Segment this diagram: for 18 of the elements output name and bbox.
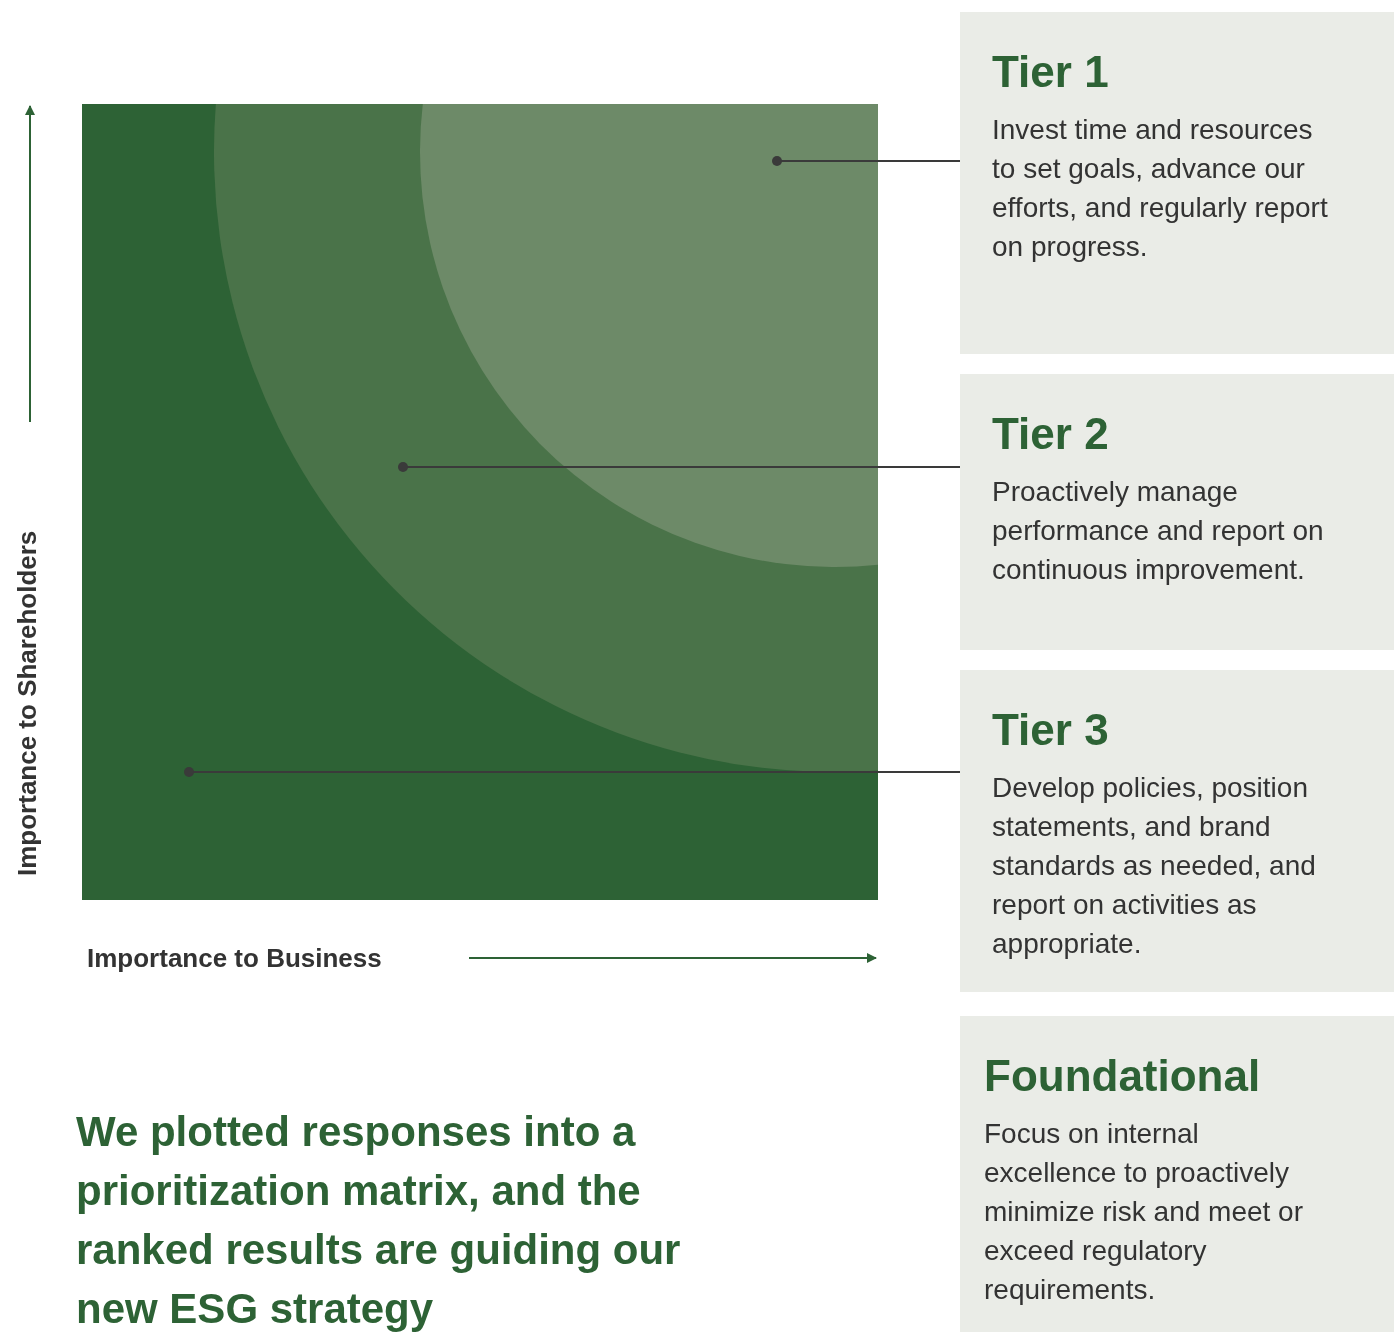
tier-card [960,374,1394,650]
tier-heading: Foundational [984,1052,1261,1101]
caption: We plotted responses into a prioritization matrix, and the ranked results are guiding our new ESG strategy [76,1107,682,1332]
axis-label: Importance to Business [87,943,382,974]
tier-heading: Tier 2 [992,410,1109,459]
leader-line [398,462,961,472]
tier-card [960,670,1394,992]
tier-heading: Tier 1 [992,48,1109,97]
leader-line [772,156,961,166]
tier-description: Develop policies, position statements, and brand standards as needed, and report on activities as appropriate. [992,771,1317,962]
axis-label: Importance to Shareholders [12,529,43,876]
tier-card [960,1016,1394,1332]
tier-heading: Tier 3 [992,706,1109,755]
tier-description: Focus on internal excellence to proactively minimize risk and meet or exceed regulatory requirements. [984,1117,1304,1308]
tier-description: Invest time and resources to set goals, advance our efforts, and regularly report on progress. [992,113,1329,265]
tier-card [960,12,1394,354]
tier-description: Proactively manage performance and report on continuous improvement. [992,475,1325,588]
leader-line [184,767,961,777]
